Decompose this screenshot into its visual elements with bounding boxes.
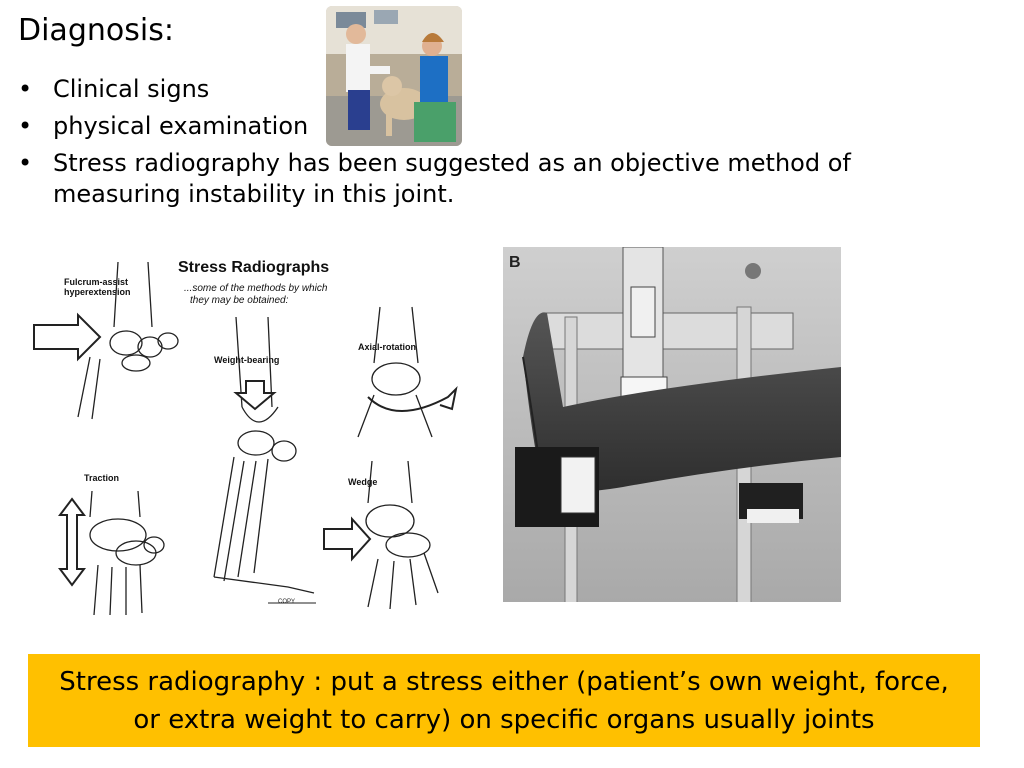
panel-letter: B [509, 254, 521, 271]
bullet-physical-examination: physical examination [18, 111, 918, 142]
figure-title: Stress Radiographs [178, 259, 329, 276]
definition-callout: Stress radiography : put a stress either… [28, 654, 980, 747]
stress-device-photo: B V [503, 246, 841, 608]
axial-rotation-arrow-icon [367, 385, 458, 412]
label-wedge: Wedge [348, 477, 377, 487]
fulcrum-arrow-icon [33, 312, 102, 362]
label-traction: Traction [84, 473, 119, 483]
bullet-list: Clinical signs physical examination Stre… [18, 74, 918, 216]
vet-exam-photo [326, 6, 462, 146]
label-weight-bearing: Weight-bearing [214, 355, 279, 365]
label-fulcrum-2: hyperextension [64, 287, 131, 297]
weight-bearing-arrow-icon [233, 380, 277, 411]
wedge-arrow-icon [323, 516, 372, 562]
traction-arrow-icon [58, 497, 86, 587]
bullet-stress-radiography: Stress radiography has been suggested as… [18, 148, 918, 210]
figure-subtitle-1: ...some of the methods by which [184, 283, 328, 294]
stress-radiographs-figure: Stress Radiographs ...some of the method… [28, 247, 468, 625]
copy-mark: COPY [278, 599, 295, 605]
label-axial-rotation: Axial-rotation [358, 342, 416, 352]
figure-subtitle-2: they may be obtained: [190, 295, 289, 306]
bullet-clinical-signs: Clinical signs [18, 74, 918, 105]
slide-title: Diagnosis: [18, 13, 174, 48]
label-fulcrum-1: Fulcrum-assist [64, 277, 128, 287]
